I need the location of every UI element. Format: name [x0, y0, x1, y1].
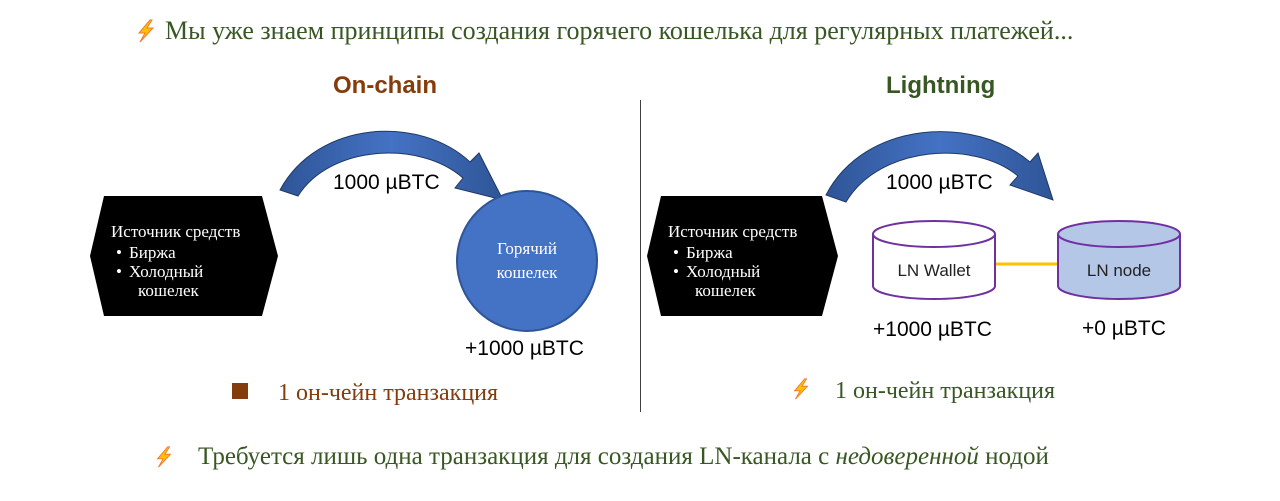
- lightning-heading: Lightning: [886, 72, 996, 99]
- lightning-bolt-icon: [793, 378, 809, 400]
- lightning-tx-note: 1 он-чейн транзакция: [789, 378, 1055, 405]
- onchain-heading: On-chain: [333, 72, 438, 99]
- lightning-curved-arrow-icon: [825, 131, 1054, 203]
- bottom-note-part3: нодой: [978, 443, 1049, 470]
- onchain-wallet-balance: +1000 µBTC: [465, 337, 584, 360]
- slide-title: Мы уже знаем принципы создания горячего …: [133, 14, 1233, 48]
- ln-wallet-cylinder: [872, 220, 996, 300]
- lightning-transfer-amount: 1000 µBTC: [886, 171, 993, 194]
- brown-square-icon: [232, 383, 248, 400]
- hot-wallet-label: Горячий кошелек: [496, 239, 558, 282]
- bottom-note-emphasis: недоверенной: [835, 443, 979, 470]
- section-divider: [640, 100, 641, 412]
- ln-node-label: LN node: [1086, 261, 1152, 280]
- hot-wallet-circle: [456, 190, 598, 332]
- ln-wallet-balance: +1000 µBTC: [873, 318, 992, 341]
- slide-title-text: Мы уже знаем принципы создания горячего …: [165, 16, 1074, 45]
- onchain-source-item-exchange: Биржа: [116, 243, 240, 262]
- bottom-note-part1: Требуется лишь одна транзакция для созда…: [198, 443, 836, 470]
- ln-node-cylinder: [1057, 220, 1181, 300]
- ln-node-balance: +0 µBTC: [1082, 317, 1166, 340]
- lightning-source-title: Источник средств: [668, 222, 798, 241]
- onchain-tx-note: 1 он-чейн транзакция: [232, 380, 498, 407]
- lightning-source-item-exchange: Биржа: [673, 243, 797, 262]
- bottom-note: Требуется лишь одна транзакция для созда…: [152, 443, 1252, 471]
- lightning-bolt-icon: [156, 446, 172, 468]
- onchain-source-title: Источник средств: [111, 222, 241, 241]
- ln-wallet-label: LN Wallet: [897, 261, 971, 280]
- lightning-bolt-icon: [137, 19, 155, 43]
- onchain-transfer-amount: 1000 µBTC: [333, 171, 440, 194]
